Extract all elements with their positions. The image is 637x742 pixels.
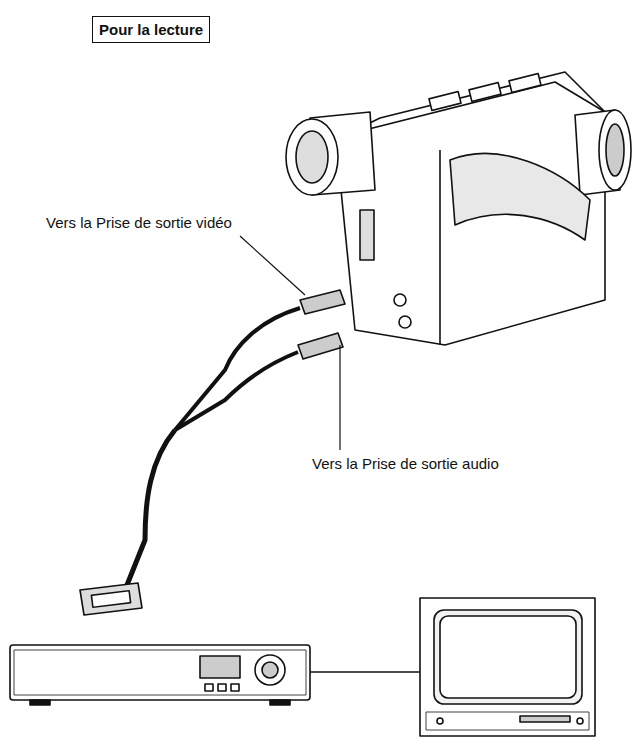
callout-label: Vers la Prise de sortie vidéo [44, 214, 234, 231]
callout-label: Vers la Prise de sortie audio [310, 455, 501, 472]
eyepiece [286, 119, 338, 195]
cable [175, 308, 300, 430]
television [420, 598, 595, 736]
leader-line [240, 236, 305, 295]
vcr [10, 645, 310, 700]
camcorder-side [439, 150, 441, 345]
video-plug [300, 290, 345, 314]
scart-plug [80, 583, 142, 615]
cable [175, 352, 298, 430]
audio-jack [399, 316, 411, 328]
leader-line [339, 345, 340, 450]
video-jack [394, 294, 406, 306]
audio-plug [298, 333, 343, 359]
camcorder-top [345, 72, 605, 135]
cable [125, 430, 175, 590]
camcorder-body [340, 82, 605, 345]
hand-strap [450, 154, 590, 240]
wire [310, 671, 420, 673]
section-title: Pour la lecture [92, 16, 210, 43]
